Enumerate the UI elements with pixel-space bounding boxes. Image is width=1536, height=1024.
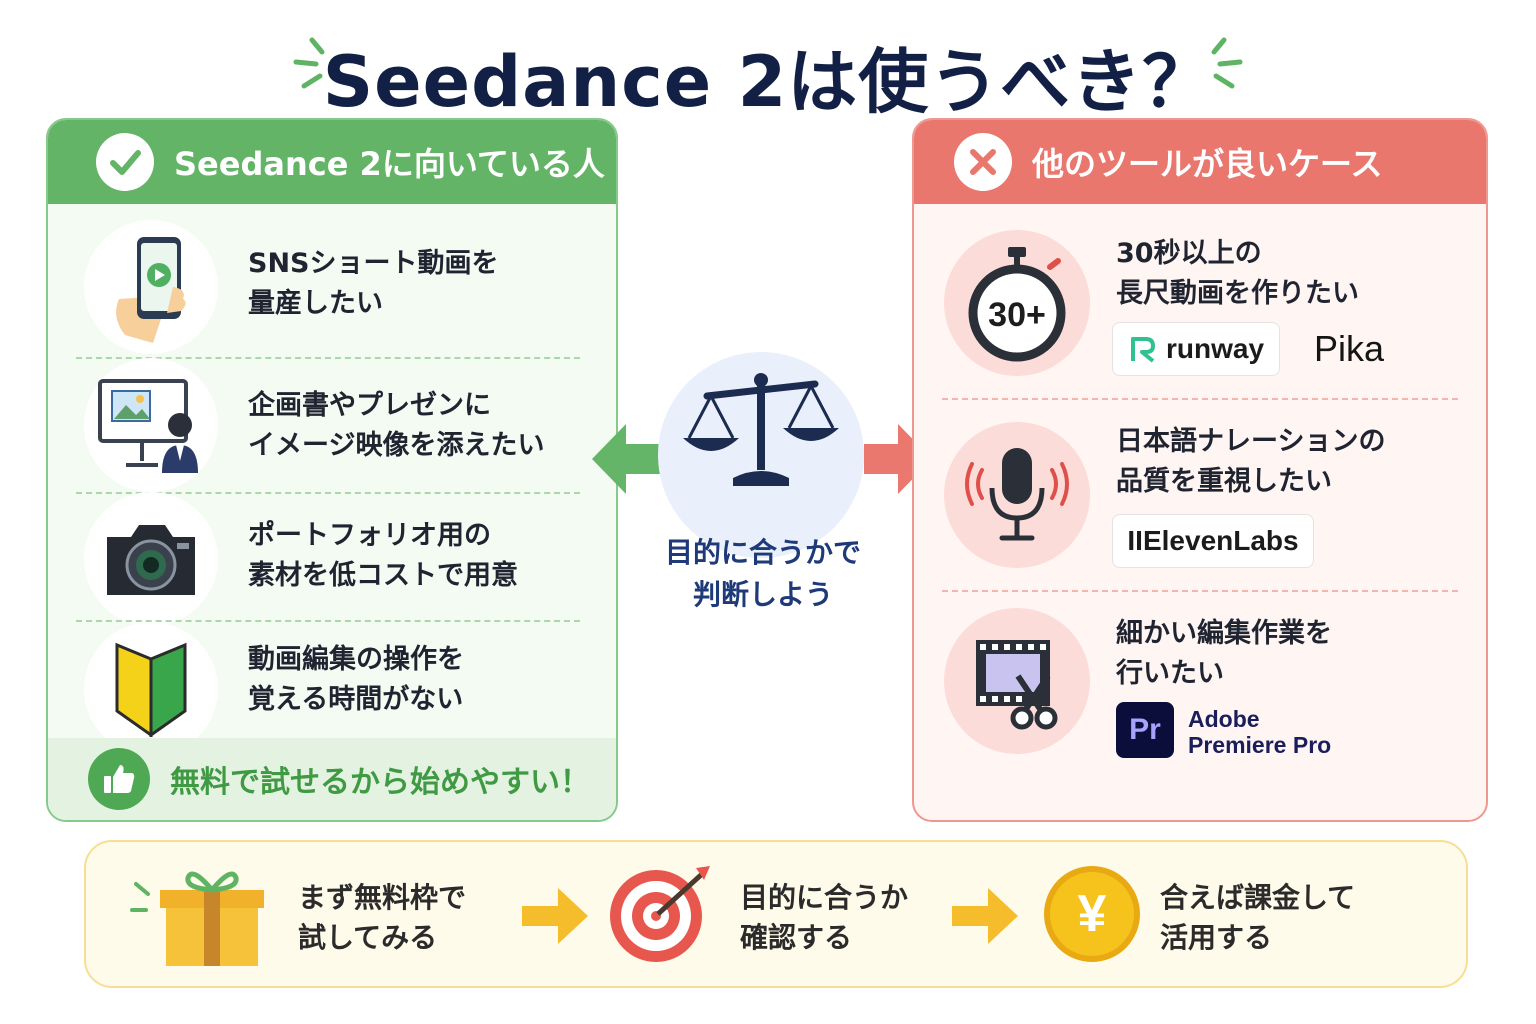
premiere-pro-logo: Pr bbox=[1116, 702, 1174, 758]
recommended-panel: Seedance 2に向いている人 SNSショート動画を量産したい 企画書やプ bbox=[46, 118, 618, 822]
elevenlabs-logo: IIElevenLabs bbox=[1112, 514, 1314, 568]
gift-icon bbox=[130, 871, 264, 966]
film-scissors-icon bbox=[944, 608, 1090, 754]
yen-coin-icon: ¥ bbox=[1044, 866, 1140, 962]
alternatives-panel: 他のツールが良いケース 30+ 30秒以上の長尺動画を作りたい runway P… bbox=[912, 118, 1488, 822]
thumbs-up-icon bbox=[88, 748, 150, 810]
free-trial-note: 無料で試せるから始めやすい！ bbox=[48, 738, 616, 820]
presentation-icon bbox=[84, 358, 218, 492]
camera-icon bbox=[84, 492, 218, 626]
divider bbox=[942, 590, 1458, 592]
alternatives-header-text: 他のツールが良いケース bbox=[1032, 145, 1383, 183]
divider bbox=[76, 357, 580, 359]
recommended-item-2: 企画書やプレゼンにイメージ映像を添えたい bbox=[248, 390, 545, 461]
sparkle-left-icon bbox=[293, 37, 325, 89]
page-title: Seedance 2は使うべき？ bbox=[322, 41, 1214, 123]
microphone-icon bbox=[944, 422, 1090, 568]
arrow-right-icon bbox=[952, 888, 1018, 944]
alternative-item-3: 細かい編集作業を行いたい bbox=[1116, 618, 1332, 689]
stopwatch-label: 30+ bbox=[988, 296, 1046, 334]
pika-logo: Pika bbox=[1314, 328, 1385, 369]
divider bbox=[942, 398, 1458, 400]
recommended-item-1: SNSショート動画を量産したい bbox=[248, 248, 499, 319]
check-icon bbox=[96, 133, 154, 191]
step-3: 合えば課金して活用する bbox=[1160, 881, 1356, 954]
sparkle-right-icon bbox=[1211, 37, 1243, 89]
recommended-item-3: ポートフォリオ用の素材を低コストで用意 bbox=[248, 520, 518, 591]
step-2: 目的に合うか確認する bbox=[740, 881, 909, 954]
center-caption: 目的に合うかで判断しよう bbox=[664, 536, 861, 611]
recommended-item-4: 動画編集の操作を覚える時間がない bbox=[248, 644, 464, 715]
steps-strip: まず無料枠で試してみる 目的に合うか確認する ¥ 合えば課金して活用する bbox=[84, 840, 1468, 988]
stopwatch-icon: 30+ bbox=[944, 230, 1090, 376]
beginner-mark-icon bbox=[84, 622, 218, 756]
free-trial-text: 無料で試せるから始めやすい！ bbox=[170, 765, 590, 800]
arrow-left-icon bbox=[592, 424, 660, 494]
arrow-right-icon bbox=[522, 888, 588, 944]
recommended-header-text: Seedance 2に向いている人 bbox=[174, 145, 605, 183]
alternatives-header: 他のツールが良いケース bbox=[914, 120, 1486, 204]
smartphone-icon bbox=[84, 220, 218, 354]
recommended-header: Seedance 2に向いている人 bbox=[48, 120, 616, 204]
alternative-item-2: 日本語ナレーションの品質を重視したい bbox=[1116, 426, 1386, 497]
alternative-item-1: 30秒以上の長尺動画を作りたい bbox=[1116, 238, 1359, 309]
cross-icon bbox=[954, 133, 1012, 191]
divider bbox=[76, 620, 580, 622]
runway-logo: runway bbox=[1112, 322, 1280, 376]
target-icon bbox=[610, 866, 710, 962]
divider bbox=[76, 492, 580, 494]
step-1: まず無料枠で試してみる bbox=[298, 881, 467, 954]
balance-scale-icon bbox=[658, 352, 864, 558]
